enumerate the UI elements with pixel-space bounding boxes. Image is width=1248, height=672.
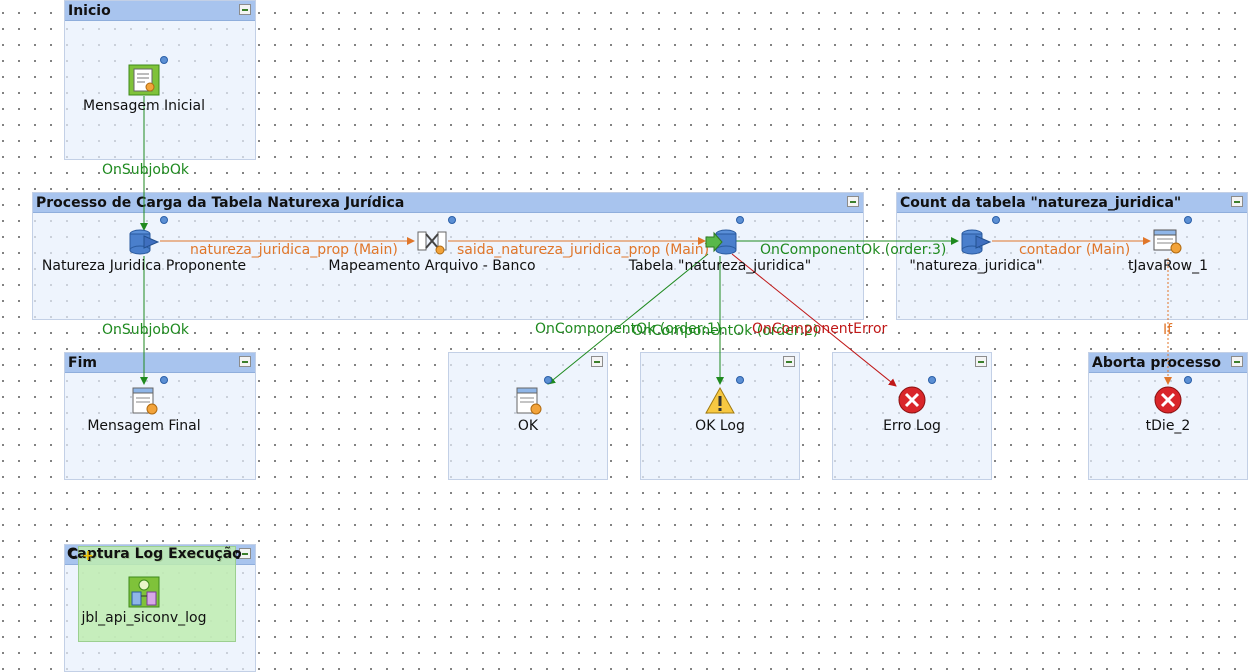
link-label-oncomponentok-2[interactable]: OnComponentOk (order:2) (632, 323, 819, 339)
component-label: tDie_2 (1145, 418, 1191, 434)
component-label: tJavaRow_1 (1127, 258, 1209, 274)
subjob-processo[interactable]: Processo de Carga da Tabela Naturexa Jur… (32, 192, 864, 320)
component-label: OK Log (695, 418, 745, 434)
db-input-icon (960, 228, 992, 260)
subjob-count[interactable]: Count da tabela "natureza_juridica" (896, 192, 1248, 320)
info-icon (544, 376, 552, 384)
component-natureza-proponente[interactable] (128, 216, 168, 256)
db-output-icon (704, 228, 738, 260)
link-label-main-2[interactable]: saida_natureza_juridica_prop (Main) (457, 242, 710, 258)
add-handle-icon[interactable]: + (82, 548, 94, 564)
warning-icon (704, 386, 736, 420)
collapse-button[interactable] (239, 356, 251, 367)
info-icon (736, 216, 744, 224)
component-label: OK (517, 418, 539, 434)
link-label-contador[interactable]: contador (Main) (1019, 242, 1131, 258)
collapse-button[interactable] (591, 356, 603, 367)
link-label-oncomponentok-3[interactable]: OnComponentOk (order:3) (760, 242, 947, 258)
component-label: Mensagem Final (87, 418, 201, 434)
component-tabela[interactable] (704, 216, 744, 256)
component-ok-log[interactable] (704, 376, 744, 416)
collapse-button[interactable] (783, 356, 795, 367)
component-mensagem-final[interactable] (130, 376, 168, 416)
tmsgbox-icon (128, 64, 160, 96)
component-mensagem-inicial[interactable] (128, 56, 168, 96)
collapse-button[interactable] (1231, 356, 1243, 367)
link-label-onsubjobok-1[interactable]: OnSubjobOk (102, 162, 190, 178)
component-label: Natureza Juridica Proponente (41, 258, 247, 274)
captura-title-overlay: Captura Log Execução (67, 546, 242, 562)
info-icon (1184, 216, 1192, 224)
tlogcatcher-icon (128, 576, 160, 612)
collapse-button[interactable] (239, 4, 251, 15)
link-label-if[interactable]: If (1163, 322, 1173, 338)
tmap-icon (416, 226, 448, 260)
collapse-button[interactable] (1231, 196, 1243, 207)
subjob-title: Inicio (65, 1, 255, 21)
subjob-title: Fim (65, 353, 255, 373)
link-label-oncomponentok-1[interactable]: OnComponentOk (order:1) (535, 321, 722, 337)
oncomponenterror-line[interactable] (731, 253, 897, 387)
collapse-button[interactable] (239, 548, 251, 559)
info-icon (736, 376, 744, 384)
subjob-aborta[interactable]: Aborta processo (1088, 352, 1248, 480)
component-tjavarow[interactable] (1152, 216, 1192, 256)
oncomponentok-line-1[interactable] (547, 253, 709, 385)
tjavarow-icon (1152, 226, 1184, 260)
component-label: "natureza_juridica" (909, 258, 1043, 274)
component-jbl-log[interactable] (128, 576, 160, 608)
subjob-title: Count da tabela "natureza_juridica" (897, 193, 1247, 213)
component-mapeamento[interactable] (416, 216, 456, 256)
info-icon (160, 376, 168, 384)
link-label-main-1[interactable]: natureza_juridica_prop (Main) (190, 242, 398, 258)
tmsgbox-icon (130, 386, 160, 420)
info-icon (160, 216, 168, 224)
component-erro-log[interactable] (897, 376, 936, 416)
subjob-inicio[interactable]: Inicio (64, 0, 256, 160)
info-icon (992, 216, 1000, 224)
tmsgbox-icon (514, 386, 544, 420)
link-label-onsubjobok-2[interactable]: OnSubjobOk (102, 322, 190, 338)
subjob-title: Processo de Carga da Tabela Naturexa Jur… (33, 193, 863, 213)
info-icon (448, 216, 456, 224)
info-icon (160, 56, 168, 64)
component-ok[interactable] (514, 376, 552, 416)
collapse-button[interactable] (975, 356, 987, 367)
collapse-button[interactable] (847, 196, 859, 207)
subjob-fim[interactable]: Fim (64, 352, 256, 480)
db-input-icon (128, 228, 160, 260)
link-label-oncomponenterror[interactable]: OnComponentError (752, 321, 888, 337)
component-label: jbl_api_siconv_log (81, 610, 207, 626)
component-label: Erro Log (883, 418, 941, 434)
subjob-ok[interactable] (448, 352, 608, 480)
info-icon (928, 376, 936, 384)
error-icon (1153, 386, 1183, 420)
component-label: Mapeamento Arquivo - Banco (328, 258, 536, 274)
component-tdie[interactable] (1153, 376, 1192, 416)
component-label: Tabela "natureza_juridica" (628, 258, 812, 274)
component-natureza-count[interactable] (960, 216, 1000, 256)
error-icon (897, 386, 927, 420)
info-icon (1184, 376, 1192, 384)
component-label: Mensagem Inicial (83, 98, 205, 114)
subjob-erro-log[interactable] (832, 352, 992, 480)
